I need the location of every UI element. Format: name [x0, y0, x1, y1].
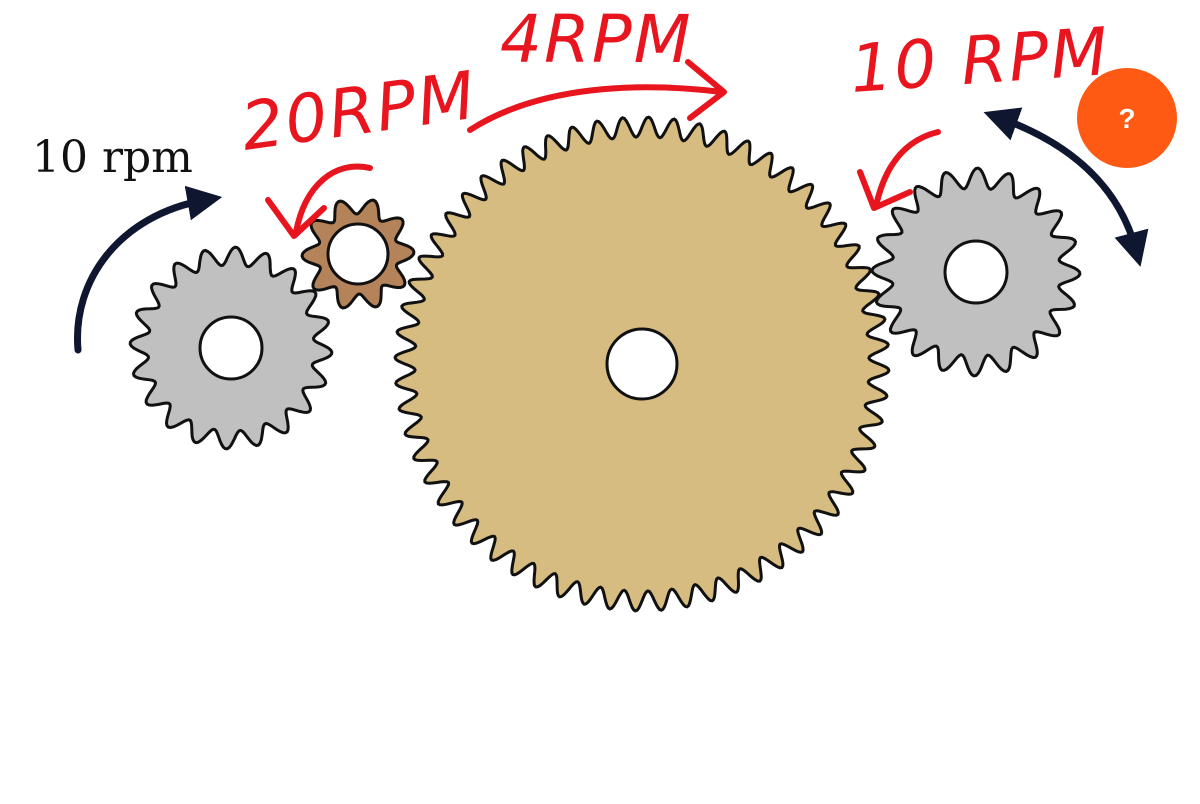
help-button-circle[interactable] — [1077, 68, 1177, 168]
input-rotation-arrow — [74, 185, 223, 354]
input-speed-label: 10 rpm — [32, 132, 193, 183]
left-gear-hole — [198, 315, 264, 381]
small-gear-rpm-annotation: 20RPM — [237, 57, 482, 166]
left-gear — [128, 245, 334, 451]
right-gear-annotation-arrow — [857, 129, 941, 211]
right-gear-rpm-annotation: 10 RPM — [848, 13, 1112, 108]
large-gear — [393, 115, 891, 613]
output-rotation-arrow — [983, 107, 1149, 267]
right-gear — [870, 166, 1082, 378]
help-button[interactable]: ? — [1077, 68, 1177, 168]
small-gear-hole — [326, 222, 390, 286]
question-mark-icon[interactable]: ? — [1118, 103, 1135, 134]
large-gear-rpm-annotation: 4RPM — [500, 1, 693, 78]
large-gear-hole — [605, 327, 679, 401]
large-gear-annotation-arrow — [467, 59, 727, 133]
right-gear-hole — [943, 239, 1009, 305]
small-gear-annotation-arrow — [265, 163, 373, 239]
small-gear — [300, 198, 416, 310]
